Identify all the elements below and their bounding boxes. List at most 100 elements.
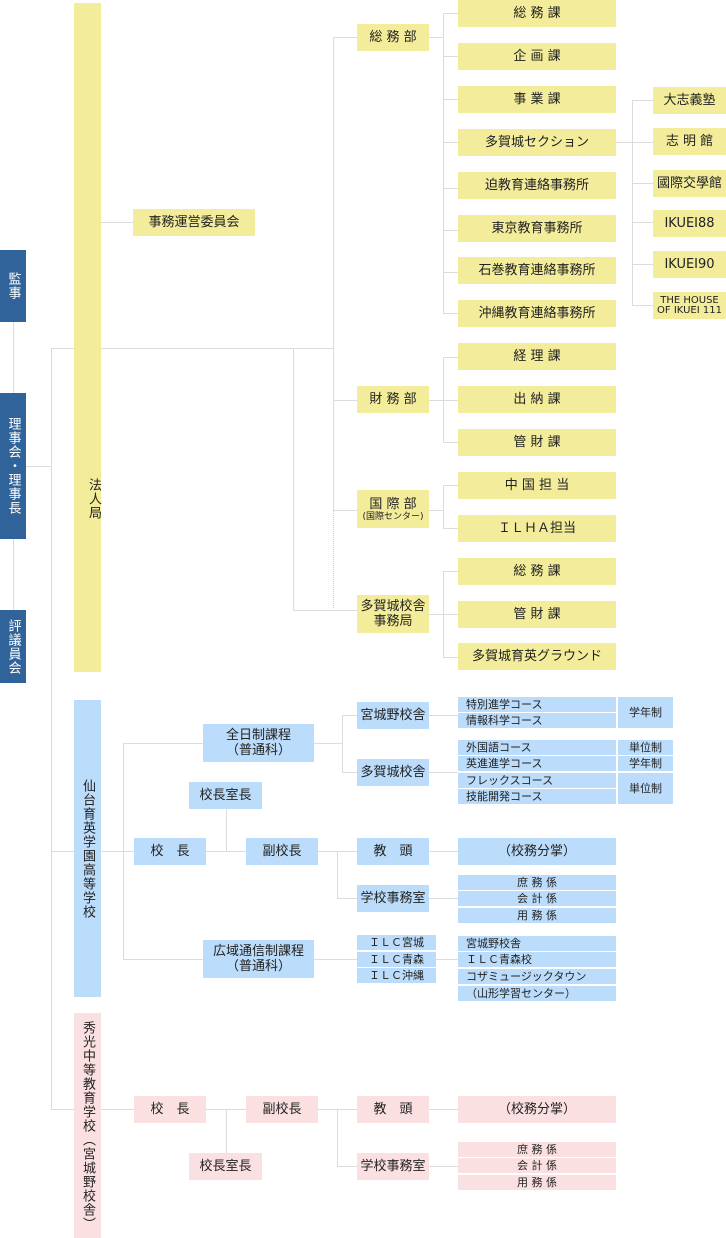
ss-principal-box: 校 長 [134,1096,206,1123]
system-badge: 学年制 [618,697,673,728]
finance-section: 経 理 課 [458,343,616,370]
school-duties-box: （校務分掌） [458,838,616,865]
ilc-box: ＩＬＣ沖縄 [357,968,436,983]
corr-out [314,959,357,960]
course-row: 特別進学コース [458,697,616,712]
general-affairs-dept: 総 務 部 [357,24,429,51]
fin-sec-h [443,442,458,443]
course-row: 外国語コース [458,740,616,755]
to-sec-h [443,657,458,658]
facility-h [632,100,653,101]
vice-principal-box: 副校長 [246,838,318,865]
campus-row: ＩＬＣ青森校 [458,952,616,967]
system-badge: 単位制 [618,773,673,804]
office-section: 庶 務 係 [458,875,616,890]
ga-out [429,37,443,38]
tagajo-sec-out [616,142,632,143]
tagajo-out [429,772,458,773]
ga-section: 企 画 課 [458,43,616,70]
ss-school-office-box: 学校事務室 [357,1153,429,1180]
ss-ht-out [429,1109,458,1110]
facility-box: 國際交學館 [653,170,726,197]
miyagino-campus-box: 宮城野校舎 [357,702,429,729]
intl-sec-h [443,485,458,486]
ss-office-section: 庶 務 係 [458,1142,616,1157]
course-row: 英進進学コース [458,756,616,771]
ss-vp-trunk [337,1109,338,1166]
hs-principal-line [101,851,134,852]
ga-sec-h [443,56,458,57]
ga-section: 多賀城セクション [458,129,616,156]
intl-trunk [443,485,444,528]
campus-row: 宮城野校舎 [458,936,616,951]
to-sec-h [443,571,458,572]
ga-sec-h [443,13,458,14]
fin-sec-h [443,357,458,358]
ss-office-section: 会 計 係 [458,1158,616,1173]
ilc-box: ＩＬＣ宮城 [357,935,436,950]
ga-sec-h [443,188,458,189]
ss-principal-line [101,1109,134,1110]
committee-line [101,222,133,223]
corp-link-line [51,348,74,349]
hs-course-trunk [123,743,124,959]
facility-h [632,142,653,143]
campus-row: （山形学習センター） [458,986,616,1001]
ft-trunk [342,715,343,772]
ft-out [314,743,342,744]
high-school-bar: 仙台育英学園高等学校 [74,700,101,997]
course-row: 情報科学コース [458,713,616,728]
intl-sec-h [443,528,458,529]
tagajo-office-section: 多賀城育英グラウンド [458,643,616,670]
facility-box: 志 明 館 [653,128,726,155]
international-dept-label: 国 際 部 [369,496,417,512]
miyagino-out [429,715,458,716]
correspondence-course-box: 広域通信制課程 （普通科） [203,940,314,978]
ga-section: 総 務 課 [458,0,616,27]
ilc-box: ＩＬＣ青森 [357,952,436,967]
facility-h [632,222,653,223]
intl-out [429,510,443,511]
finance-section: 管 財 課 [458,429,616,456]
hs-link-line [51,851,74,852]
fulltime-h [123,743,203,744]
ga-section: 事 業 課 [458,86,616,113]
dept-trunk-line [333,37,334,511]
ss-office-section: 用 務 係 [458,1175,616,1190]
to-out [429,614,443,615]
ga-sec-h [443,230,458,231]
ga-h [333,37,357,38]
hs-p-vp [206,851,246,852]
ss-office-h [337,1166,357,1167]
ga-section: 石巻教育連絡事務所 [458,257,616,284]
ga-sec-h [443,272,458,273]
fin-trunk [443,357,444,442]
campus-row: コザミュージックタウン [458,969,616,984]
auditor-box: 監事 [0,250,26,322]
international-dept: 国 際 部 (国際センター) [357,490,429,528]
fin-sec-h [443,400,458,401]
facility-trunk [632,100,633,305]
ss-link-line [51,1109,74,1110]
council-box: 評議員会 [0,610,26,683]
international-dept-sublabel: (国際センター) [362,511,424,522]
office-h [337,898,357,899]
ft-h [342,772,357,773]
fin-out [429,400,443,401]
facility-box: IKUEI90 [653,251,726,278]
intl-section: 中 国 担 当 [458,472,616,499]
tagajo-office-h [293,610,357,611]
main-trunk-line [51,348,52,1110]
dept-dotted-line [333,511,334,608]
ss-vice-principal-box: 副校長 [246,1096,318,1123]
tagajo-office-section: 総 務 課 [458,558,616,585]
course-row: 技能開発コース [458,789,616,804]
ga-section: 迫教育連絡事務所 [458,172,616,199]
to-sec-h [443,614,458,615]
tagajo-office-dept: 多賀城校舎 事務局 [357,595,429,633]
course-row: フレックスコース [458,773,616,788]
vp-trunk [337,851,338,898]
ss-principal-office-head-box: 校長室長 [189,1153,262,1180]
finance-section: 出 納 課 [458,386,616,413]
ht-out [429,851,458,852]
